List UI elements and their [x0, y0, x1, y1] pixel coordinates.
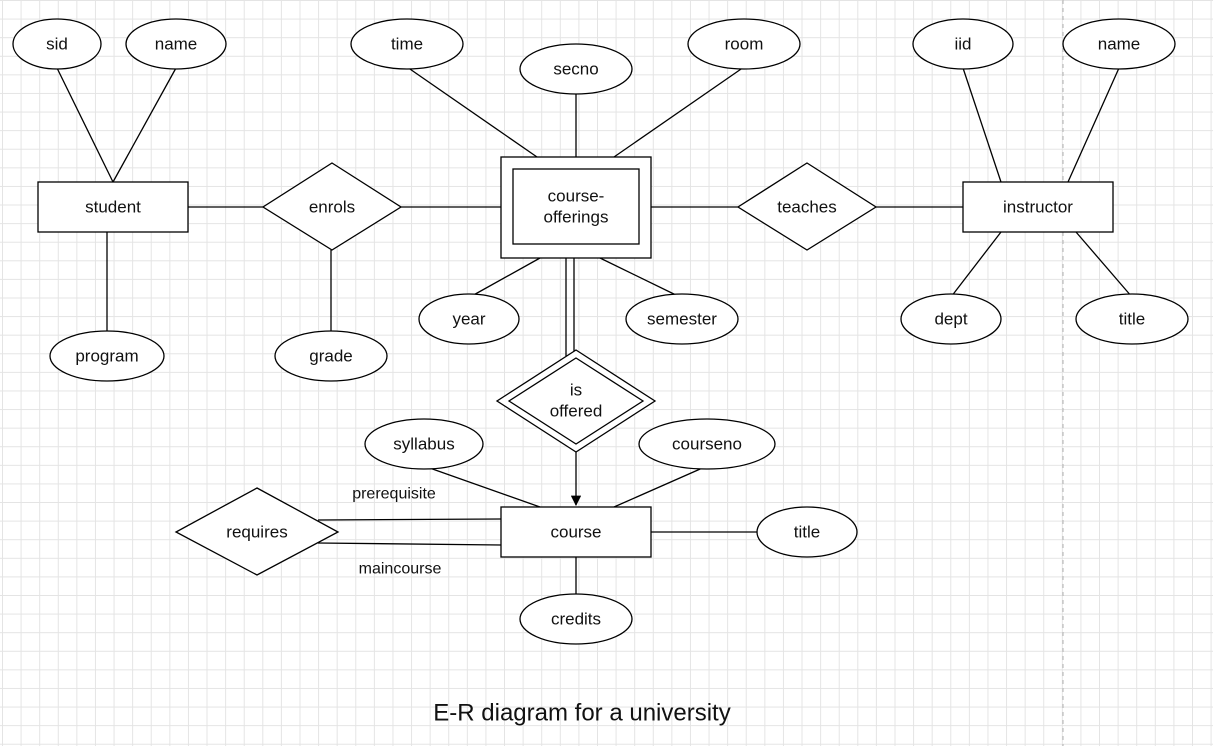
attr-instructor-iid-label: iid	[954, 35, 971, 54]
relationship-is-offered[interactable]: is offered	[495, 349, 657, 453]
attr-enrols-grade[interactable]: grade	[274, 330, 388, 382]
attr-offering-time-label: time	[391, 35, 423, 54]
line-course-syllabus	[423, 465, 541, 508]
attr-instructor-title[interactable]: title	[1075, 293, 1189, 345]
entity-course-offerings[interactable]: course- offerings	[500, 156, 652, 259]
attr-instructor-title-label: title	[1119, 310, 1145, 329]
entity-course-offerings-label-line2: offerings	[544, 208, 609, 227]
line-instructor-name	[1067, 67, 1120, 183]
connectors	[56, 66, 1133, 595]
role-label-prerequisite: prerequisite	[352, 486, 436, 503]
attr-course-courseno[interactable]: courseno	[638, 418, 776, 470]
attr-student-name[interactable]: name	[125, 18, 227, 70]
attr-offering-secno-label: secno	[553, 60, 598, 79]
entity-instructor[interactable]: instructor	[962, 181, 1114, 233]
attr-course-syllabus-label: syllabus	[393, 435, 454, 454]
attr-student-name-label: name	[155, 35, 198, 54]
line-student-sid	[56, 67, 114, 183]
line-offering-room	[613, 66, 745, 158]
line-offering-semester	[599, 257, 681, 298]
attr-instructor-name[interactable]: name	[1062, 18, 1176, 70]
entity-course[interactable]: course	[500, 506, 652, 558]
relationship-is-offered-label-line2: offered	[550, 402, 603, 421]
diagram-caption: E-R diagram for a university	[433, 700, 730, 727]
attr-student-program-label: program	[75, 347, 138, 366]
entity-course-offerings-label-line1: course-	[548, 187, 605, 206]
attr-enrols-grade-label: grade	[309, 347, 352, 366]
attr-offering-time[interactable]: time	[350, 18, 464, 70]
attr-course-title[interactable]: title	[756, 506, 858, 558]
attr-course-title-label: title	[794, 523, 820, 542]
line-requires-prerequisite	[317, 518, 502, 521]
relationship-is-offered-label-line1: is	[570, 381, 582, 400]
attr-offering-room-label: room	[725, 35, 764, 54]
attr-offering-year-label: year	[452, 310, 485, 329]
attr-instructor-dept[interactable]: dept	[900, 293, 1002, 345]
relationship-enrols[interactable]: enrols	[261, 162, 403, 251]
attr-course-credits-label: credits	[551, 610, 601, 629]
line-instructor-title	[1075, 231, 1133, 298]
attr-course-credits[interactable]: credits	[519, 593, 633, 645]
attr-course-courseno-label: courseno	[672, 435, 742, 454]
attr-offering-semester[interactable]: semester	[625, 293, 739, 345]
entity-student[interactable]: student	[37, 181, 189, 233]
relationship-teaches-label: teaches	[777, 198, 837, 217]
entity-instructor-label: instructor	[1003, 198, 1073, 217]
relationship-enrols-label: enrols	[309, 198, 355, 217]
relationship-requires-label: requires	[226, 523, 287, 542]
attr-offering-secno[interactable]: secno	[519, 43, 633, 95]
line-course-courseno	[613, 465, 708, 508]
entity-course-label: course	[550, 523, 601, 542]
line-student-name	[112, 67, 177, 183]
entity-student-label: student	[85, 198, 141, 217]
attr-offering-semester-label: semester	[647, 310, 717, 329]
attr-course-syllabus[interactable]: syllabus	[364, 418, 484, 470]
relationship-requires[interactable]: requires	[174, 487, 340, 576]
line-offering-time	[406, 66, 538, 158]
attr-offering-year[interactable]: year	[418, 293, 520, 345]
attr-student-sid-label: sid	[46, 35, 68, 54]
attr-instructor-dept-label: dept	[934, 310, 967, 329]
attr-student-program[interactable]: program	[49, 330, 165, 382]
relationship-teaches[interactable]: teaches	[736, 162, 878, 251]
line-requires-maincourse	[317, 542, 502, 546]
attr-offering-room[interactable]: room	[687, 18, 801, 70]
attr-instructor-name-label: name	[1098, 35, 1141, 54]
attr-instructor-iid[interactable]: iid	[912, 18, 1014, 70]
attr-student-sid[interactable]: sid	[12, 18, 102, 70]
line-instructor-iid	[962, 67, 1002, 183]
line-offering-year	[469, 257, 541, 298]
role-label-maincourse: maincourse	[359, 561, 442, 578]
line-instructor-dept	[950, 231, 1002, 298]
